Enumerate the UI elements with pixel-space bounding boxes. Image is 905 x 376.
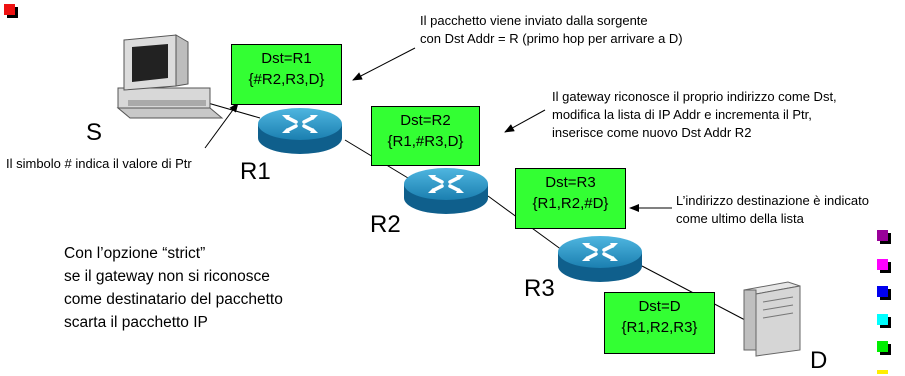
node-label-r1: R1 (240, 158, 271, 185)
packet-2-dst: Dst=R2 (400, 112, 451, 129)
node-label-source: S (86, 119, 103, 146)
note-last-destination: L’indirizzo destinazione è indicato come… (676, 192, 869, 228)
note-packet-sent: Il pacchetto viene inviato dalla sorgent… (420, 12, 683, 48)
note-ptr-symbol: Il simbolo # indica il valore di Ptr (6, 156, 192, 171)
arrow-ptr-note (204, 102, 239, 149)
computer-icon (116, 34, 224, 119)
packet-2: Dst=R2 {R1,#R3,D} (371, 106, 480, 166)
packet-3-list: {R1,R2,#D} (532, 195, 609, 212)
bullet-blue (877, 286, 891, 300)
packet-1-list: {#R2,R3,D} (248, 71, 325, 88)
note-packet-sent-line1: Il pacchetto viene inviato dalla sorgent… (420, 13, 648, 28)
router-r3-icon (556, 234, 644, 284)
packet-4-dst: Dst=D (638, 298, 681, 315)
note-gateway-line1: Il gateway riconosce il proprio indirizz… (552, 89, 837, 104)
note-gateway-line3: inserisce come nuovo Dst Addr R2 (552, 125, 752, 140)
strict-line1: Con l’opzione “strict” (64, 245, 206, 262)
bullet-green (877, 341, 891, 355)
bullet-purple (877, 230, 891, 244)
note-gateway: Il gateway riconosce il proprio indirizz… (552, 88, 837, 142)
packet-1-dst: Dst=R1 (261, 50, 312, 67)
bullet-yellow (877, 370, 888, 374)
packet-4-list: {R1,R2,R3} (621, 319, 698, 336)
server-icon (743, 281, 801, 357)
packet-4: Dst=D {R1,R2,R3} (604, 292, 715, 354)
node-label-dest: D (810, 347, 828, 374)
bullet-magenta (877, 259, 891, 273)
router-r2-icon (402, 166, 490, 216)
packet-1: Dst=R1 {#R2,R3,D} (231, 44, 342, 105)
bullet-red (4, 4, 18, 18)
strict-line4: scarta il pacchetto IP (64, 314, 208, 331)
packet-2-list: {R1,#R3,D} (387, 133, 464, 150)
note-last-line2: come ultimo della lista (676, 211, 804, 226)
router-r1-icon (256, 106, 344, 156)
note-packet-sent-line2: con Dst Addr = R (primo hop per arrivare… (420, 31, 683, 46)
note-last-line1: L’indirizzo destinazione è indicato (676, 193, 869, 208)
node-label-r2: R2 (370, 211, 401, 238)
packet-3-dst: Dst=R3 (545, 174, 596, 191)
strict-line2: se il gateway non si riconosce (64, 268, 270, 285)
arrow-gateway-note (504, 109, 546, 133)
bullet-cyan (877, 314, 891, 328)
strict-option-note: Con l’opzione “strict” se il gateway non… (64, 242, 283, 334)
note-gateway-line2: modifica la lista di IP Addr e increment… (552, 107, 812, 122)
strict-line3: come destinatario del pacchetto (64, 291, 283, 308)
arrow-sent-note (352, 47, 416, 81)
packet-3: Dst=R3 {R1,R2,#D} (515, 168, 626, 229)
node-label-r3: R3 (524, 275, 555, 302)
